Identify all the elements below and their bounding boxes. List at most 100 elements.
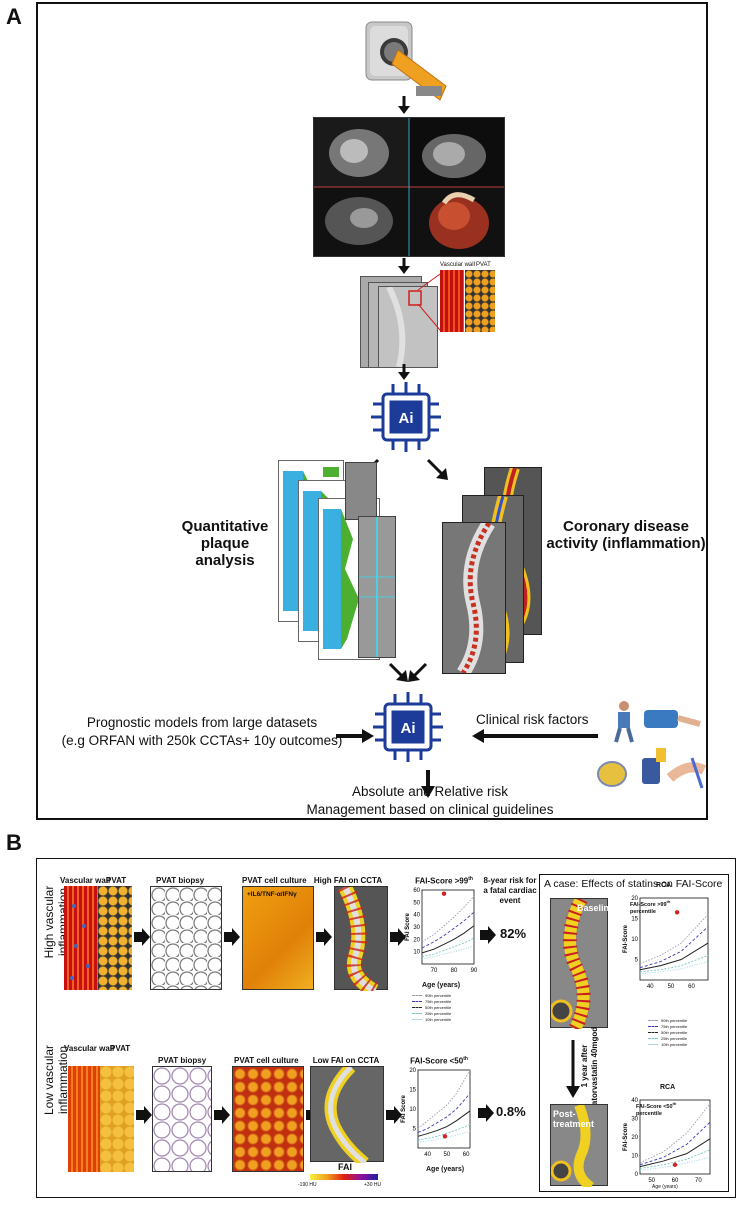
panel-b-frame (36, 858, 736, 1198)
legend-item: 90th percentile (412, 993, 451, 999)
series-line-1 (417, 1069, 471, 1129)
y-tick-label: 40 (631, 1098, 638, 1104)
series-line-1 (639, 1103, 711, 1164)
y-tick-label: 10 (631, 937, 638, 943)
ct-slice-front (378, 285, 438, 368)
series-line-1 (639, 914, 709, 965)
high-arrow-4 (390, 928, 406, 946)
low-score-title: FAI-Score <50th (410, 1056, 468, 1066)
arrow-right (336, 729, 374, 743)
high-culture-image: +IL6/TNF-α/IFNγ (242, 886, 314, 990)
low-vascular-wall-label: Vascular wall (64, 1044, 115, 1053)
ai-chip-icon-top: Ai (371, 382, 441, 452)
series-line-5 (639, 961, 709, 975)
blood-pressure-icon (644, 710, 701, 728)
zoom-pvat (465, 270, 495, 332)
x-tick-label: 60 (688, 984, 695, 990)
glucose-test-icon (642, 748, 666, 784)
plaque-ct-1 (345, 462, 377, 520)
high-arrow-1 (134, 928, 150, 946)
plot-frame (639, 1099, 711, 1175)
plot-frame (421, 889, 475, 965)
y-tick-label: 10 (631, 1154, 638, 1160)
legend-item: 90th percentile (648, 1018, 687, 1024)
ai-chip-label-bottom: Ai (401, 720, 416, 737)
patient-marker (441, 891, 447, 896)
x-tick-label: 70 (431, 968, 438, 974)
low-pvat-label: PVAT (110, 1044, 131, 1053)
low-culture-label: PVAT cell culture (234, 1056, 299, 1065)
plot-frame (639, 897, 709, 981)
plaque-ct-2 (358, 516, 396, 658)
high-pvat-label: PVAT (106, 876, 127, 885)
y-tick-label: 20 (413, 937, 420, 943)
finger-prick-icon (666, 757, 707, 789)
x-tick-label: 60 (463, 1152, 470, 1158)
post-treatment-label: Post-treatment (553, 1109, 595, 1129)
zoom-vascular-wall (440, 270, 464, 332)
high-culture-label: PVAT cell culture (242, 876, 307, 885)
low-arrow-1 (136, 1106, 152, 1124)
low-culture-image (232, 1066, 304, 1172)
y-tick-label: 10 (409, 1107, 416, 1113)
panel-a-frame (36, 2, 708, 820)
case-bottom-rca: RCA (660, 1084, 676, 1091)
series-line-2 (417, 1093, 471, 1133)
arrow-left (472, 729, 598, 743)
high-risk-value: 82% (500, 926, 527, 941)
series-line-5 (417, 1130, 471, 1143)
post-treatment-ccta-image: Post-treatment (550, 1103, 608, 1192)
x-tick-label: 40 (647, 984, 654, 990)
panel-a-letter: A (6, 4, 22, 29)
person-walking-icon (614, 701, 634, 743)
y-tick-label: 20 (409, 1068, 416, 1074)
low-arrow-4 (386, 1106, 402, 1124)
patient-marker (672, 1162, 678, 1167)
low-fai-label: Low FAI on CCTA (312, 1056, 380, 1065)
series-line-5 (421, 945, 475, 960)
high-fai-label: High FAI on CCTA (313, 876, 383, 885)
panel-b-letter: B (6, 830, 22, 855)
low-row-label: Low vascular inflammation (42, 1044, 70, 1116)
series-line-3 (417, 1110, 471, 1137)
high-arrow-3 (316, 928, 332, 946)
clinical-risk-label: Clinical risk factors (476, 712, 589, 727)
y-axis-label: FAI-Score (623, 1122, 629, 1151)
y-tick-label: 30 (413, 925, 420, 931)
baseline-ccta-image: Baseline (549, 895, 614, 1033)
plot-frame (417, 1069, 471, 1149)
y-tick-label: 30 (631, 1117, 638, 1123)
fai-colour-scale (310, 1174, 378, 1180)
series-line-4 (421, 937, 475, 958)
zoom-label-pvat: PVAT (476, 262, 491, 268)
x-tick-label: 40 (424, 1152, 431, 1158)
x-tick-label: 70 (695, 1178, 702, 1184)
clinical-risk-icons (597, 701, 707, 789)
low-arrow-5 (478, 1104, 494, 1122)
x-tick-label: 80 (451, 968, 458, 974)
high-biopsy-label: PVAT biopsy (156, 876, 205, 885)
y-tick-label: 50 (413, 900, 420, 906)
high-vascular-wall-image (64, 886, 98, 990)
series-line-2 (639, 1121, 711, 1166)
series-line-4 (639, 954, 709, 973)
legend-item: 10th percentile (648, 1042, 687, 1048)
x-tick-label: 50 (444, 1152, 451, 1158)
legend-item: 50th percentile (412, 1005, 451, 1011)
ai-chip-icon-bottom: Ai (373, 692, 443, 762)
series-line-3 (639, 942, 709, 971)
low-arrow-2 (214, 1106, 230, 1124)
legend-item: 10th percentile (412, 1017, 451, 1023)
legend-item: 50th percentile (648, 1030, 687, 1036)
series-line-4 (417, 1124, 471, 1141)
coronary-label: Coronary disease activity (inflammation) (546, 518, 706, 552)
y-tick-label: 5 (635, 958, 639, 964)
patient-marker (674, 910, 680, 915)
low-biopsy-image (152, 1066, 212, 1172)
y-axis-label: FAI Score (405, 913, 411, 941)
